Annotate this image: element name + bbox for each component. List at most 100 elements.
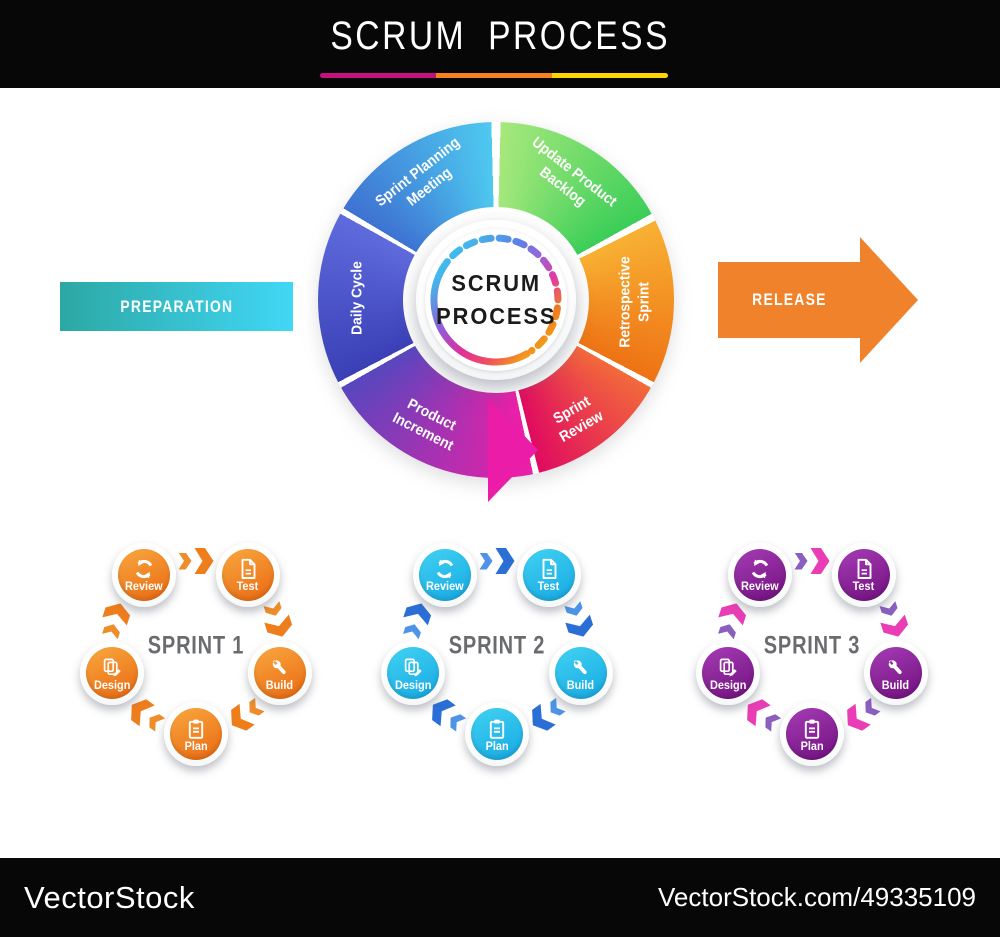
hub-accent-ring-icon [430, 234, 562, 366]
cycle-node-label: Plan [800, 740, 824, 753]
cycle-node-design: Design [381, 641, 446, 706]
design-icon [716, 656, 740, 680]
cycle-node-build: Build [548, 641, 613, 706]
cycle-arrow [875, 599, 911, 640]
document-icon [236, 557, 260, 581]
chevron-icon [861, 698, 882, 719]
cycle-arrow [259, 599, 295, 640]
cycle-node-label: Review [426, 581, 465, 594]
cycle-node-review: Review [728, 542, 793, 607]
clipboard-icon [485, 717, 509, 741]
cycle-arrow [794, 548, 830, 574]
cycle-node-label: Test [852, 581, 875, 594]
chevron-icon [102, 621, 122, 639]
chevron-icon [546, 698, 567, 719]
cycle-arrow [178, 548, 214, 574]
cycle-node-label: Design [395, 679, 432, 692]
cycle-arrow [479, 548, 515, 574]
cycle-node-label: Design [710, 679, 747, 692]
chevron-icon [879, 600, 899, 618]
chevron-icon [446, 711, 467, 732]
clipboard-icon [800, 717, 824, 741]
cycle-node-label: Build [882, 679, 910, 692]
chevron-icon [194, 548, 214, 574]
cycle-node-plan: Plan [780, 702, 844, 766]
cycle-arrow [740, 694, 784, 736]
chevron-icon [264, 614, 295, 640]
cycle-arrow [224, 694, 268, 736]
release-arrow: RELEASE [718, 237, 918, 363]
cycle-node-design: Design [696, 641, 761, 706]
refresh-icon [433, 557, 457, 581]
flow-arrowhead-icon [488, 398, 538, 502]
release-arrowhead-icon [860, 237, 918, 363]
cycle-node-label: Test [236, 581, 259, 594]
chevron-icon [178, 552, 192, 570]
release-arrow-shaft: RELEASE [718, 262, 860, 338]
brand-logo: VectorStock [24, 879, 195, 915]
chevron-icon [564, 600, 584, 618]
design-icon [401, 656, 425, 680]
chevron-icon [810, 548, 830, 574]
cycle-node-label: Plan [485, 740, 509, 753]
chevron-icon [565, 614, 596, 640]
clipboard-icon [184, 717, 208, 741]
cycle-node-build: Build [247, 641, 312, 706]
cycle-node-review: Review [413, 542, 478, 607]
cycle-node-label: Build [266, 679, 294, 692]
chevron-icon [479, 552, 493, 570]
refresh-icon [748, 557, 772, 581]
chevron-icon [245, 698, 266, 719]
cycle-node-label: Build [567, 679, 595, 692]
chevron-icon [794, 552, 808, 570]
cycle-node-test: Test [215, 542, 280, 607]
design-icon [100, 656, 124, 680]
footer-bar: VectorStock VectorStock.com/49335109 [0, 858, 1000, 937]
cycle-node-label: Review [741, 581, 780, 594]
cycle-node-plan: Plan [465, 702, 529, 766]
cycle-node-label: Test [537, 581, 560, 594]
wrench-icon [268, 656, 292, 680]
title-underline [320, 73, 668, 78]
document-icon [537, 557, 561, 581]
cycle-arrow [713, 599, 749, 640]
sprint-cycle-title: SPRINT 2 [448, 631, 546, 660]
wheel-hub-inner [425, 229, 567, 371]
cycle-node-plan: Plan [164, 702, 228, 766]
chevron-icon [761, 711, 782, 732]
image-credit: VectorStock.com/49335109 [658, 882, 976, 912]
wheel-hub: SCRUM PROCESS [416, 220, 576, 380]
refresh-icon [132, 557, 156, 581]
cycle-node-review: Review [112, 542, 177, 607]
cycle-arrow [425, 694, 469, 736]
cycle-node-label: Plan [184, 740, 208, 753]
page-title: SCRUM PROCESS [330, 14, 670, 58]
document-icon [852, 557, 876, 581]
cycle-node-build: Build [863, 641, 928, 706]
release-label: RELEASE [751, 290, 827, 309]
chevron-icon [403, 621, 423, 639]
preparation-arrow: PREPARATION [60, 282, 293, 331]
sprint-cycle-title: SPRINT 1 [147, 631, 245, 660]
wrench-icon [884, 656, 908, 680]
cycle-node-test: Test [516, 542, 581, 607]
chevron-icon [263, 600, 283, 618]
cycle-node-label: Review [125, 581, 164, 594]
cycle-arrow [124, 694, 168, 736]
wrench-icon [569, 656, 593, 680]
preparation-label: PREPARATION [120, 296, 233, 316]
cycle-arrow [525, 694, 569, 736]
cycle-node-test: Test [831, 542, 896, 607]
chevron-icon [880, 614, 911, 640]
cycle-arrow [560, 599, 596, 640]
cycle-node-design: Design [80, 641, 145, 706]
sprint-cycle-title: SPRINT 3 [763, 631, 861, 660]
cycle-node-label: Design [94, 679, 131, 692]
header-bar: SCRUM PROCESS [0, 0, 1000, 88]
chevron-icon [495, 548, 515, 574]
cycle-arrow [398, 599, 434, 640]
cycle-arrow [840, 694, 884, 736]
